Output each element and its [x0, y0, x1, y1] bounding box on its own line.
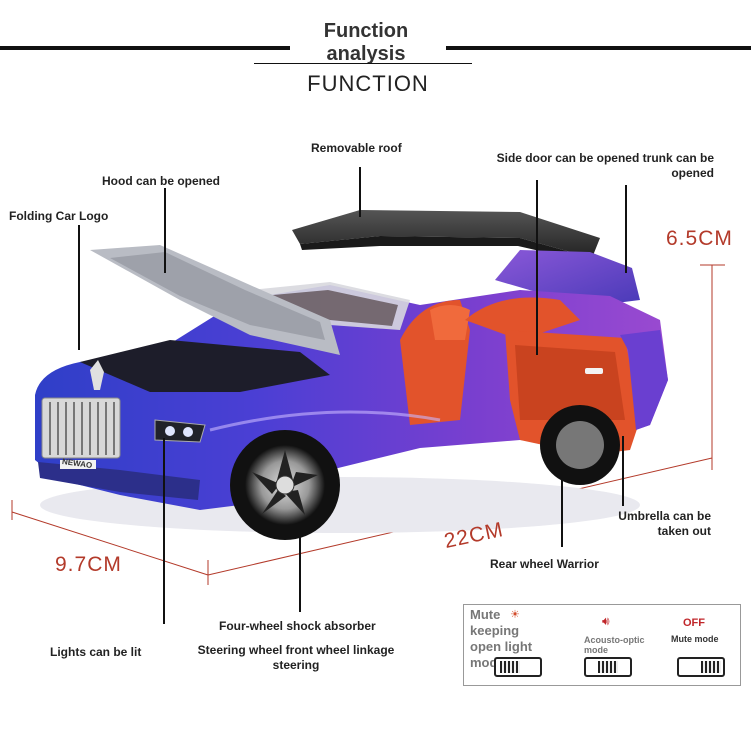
header-rule-left: [0, 46, 290, 50]
mode-switch-panel: Mute keeping open light mode ☀ 🔊︎ Acoust…: [463, 604, 741, 686]
label-removable-roof: Removable roof: [311, 141, 402, 155]
callout-line-logo: [78, 225, 80, 350]
light-icon: ☀: [510, 609, 520, 621]
mode-label-acousto-optic: Acousto-optic mode: [584, 635, 645, 655]
front-wheel: [230, 430, 340, 540]
rear-wheel: [540, 405, 620, 485]
page-subtitle: FUNCTION: [307, 71, 429, 96]
label-side-door-trunk: Side door can be opened trunk can be ope…: [496, 151, 714, 180]
mode-label-mute: Mute mode: [671, 634, 719, 644]
callout-line-hood: [164, 188, 166, 273]
label-shock-absorber: Four-wheel shock absorber: [219, 619, 376, 633]
label-lights: Lights can be lit: [50, 645, 142, 659]
label-steering: Steering wheel front wheel linkage steer…: [197, 643, 395, 672]
label-umbrella: Umbrella can be taken out: [618, 509, 711, 538]
mute-light-switch[interactable]: [494, 657, 542, 677]
callout-line-umbrella: [622, 436, 624, 506]
label-folding-logo: Folding Car Logo: [9, 209, 109, 223]
page-title: Function analysis: [323, 20, 409, 65]
callout-line-roof: [359, 167, 361, 217]
callout-line-shock: [299, 532, 301, 612]
callout-line-trunk: [625, 185, 627, 273]
dimension-width: 9.7CM: [55, 553, 122, 576]
header-rule-right: [446, 46, 751, 50]
label-hood: Hood can be opened: [102, 174, 221, 188]
callout-line-lights: [163, 438, 165, 624]
callout-line-door: [536, 180, 538, 355]
label-rear-wheel: Rear wheel Warrior: [490, 557, 599, 571]
hood: [90, 245, 340, 355]
speaker-icon: 🔊︎: [602, 614, 610, 628]
off-label: OFF: [683, 617, 705, 629]
dimension-height: 6.5CM: [666, 227, 733, 250]
title-underline: [254, 63, 472, 64]
callout-line-rear-wheel: [561, 462, 563, 547]
mute-mode-switch[interactable]: [677, 657, 725, 677]
headlight: [154, 419, 206, 443]
trunk-lid: [495, 250, 640, 305]
roof-panel: [292, 210, 600, 262]
acousto-optic-switch[interactable]: [584, 657, 632, 677]
